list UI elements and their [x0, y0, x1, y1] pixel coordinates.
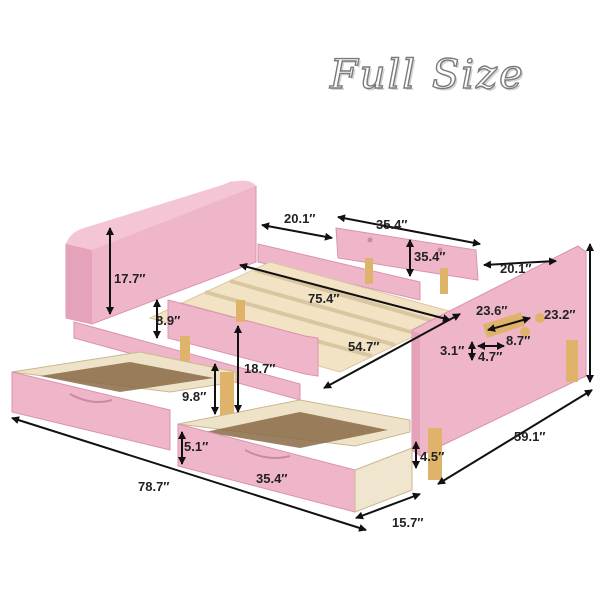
dim-headboard-width: 20.1″ — [284, 211, 316, 226]
dim-drawer-length: 35.4″ — [256, 471, 288, 486]
dim-bed-height: 18.7″ — [244, 361, 276, 376]
dim-guard-offset: 4.7″ — [478, 349, 503, 364]
dim-footboard-width: 20.1″ — [500, 261, 532, 276]
dim-side-rail-length: 35.4″ — [376, 217, 408, 232]
dim-overall-width: 59.1″ — [514, 429, 546, 444]
dim-guard-height: 23.2″ — [544, 307, 576, 322]
dim-overall-length: 78.7″ — [138, 479, 170, 494]
dim-guard-width: 23.6″ — [476, 303, 508, 318]
dim-slat-length: 75.4″ — [308, 291, 340, 306]
dimension-lines — [11, 214, 594, 532]
dim-headboard-height: 17.7″ — [114, 271, 146, 286]
dim-drawer-height: 9.8″ — [182, 389, 207, 404]
page-title: Full Size — [329, 51, 525, 98]
dim-mattress-width: 54.7″ — [348, 339, 380, 354]
dim-guard-post: 3.1″ — [440, 343, 465, 358]
dim-drawer-width: 15.7″ — [392, 515, 424, 530]
dim-guard-slot: 8.7″ — [506, 333, 531, 348]
dim-side-rail-height: 35.4″ — [414, 249, 446, 264]
dim-drawer-side: 4.5″ — [420, 449, 445, 464]
dim-drawer-depth-inner: 5.1″ — [184, 439, 209, 454]
drawer-right — [177, 399, 413, 513]
dim-rail-height: 8.9″ — [156, 313, 181, 328]
